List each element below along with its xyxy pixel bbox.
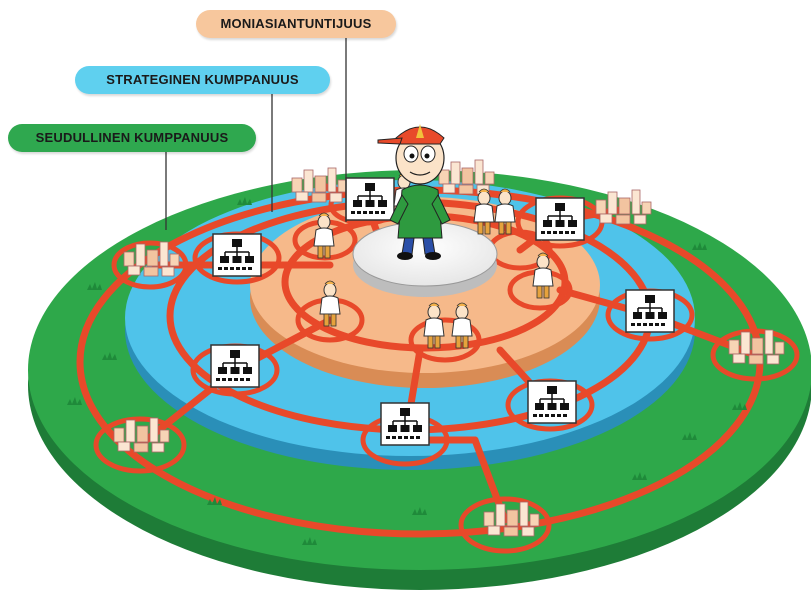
org-chart-icon	[212, 233, 262, 277]
label-moniasiantuntijuus: MONIASIANTUNTIJUUS	[196, 10, 396, 38]
org-chart-icon	[535, 197, 585, 241]
label-strateginen-kumppanuus: STRATEGINEN KUMPPANUUS	[75, 66, 330, 94]
org-chart-icon	[210, 344, 260, 388]
org-chart-icon	[625, 289, 675, 333]
boy-character-icon	[377, 124, 451, 260]
org-chart-icon	[527, 380, 577, 424]
label-pointers	[165, 38, 347, 230]
town-icon	[291, 167, 348, 203]
label-seudullinen-kumppanuus: SEUDULLINEN KUMPPANUUS	[8, 124, 256, 152]
org-chart-icon	[345, 177, 395, 221]
town-icon	[438, 159, 495, 195]
org-chart-icon	[380, 402, 430, 446]
